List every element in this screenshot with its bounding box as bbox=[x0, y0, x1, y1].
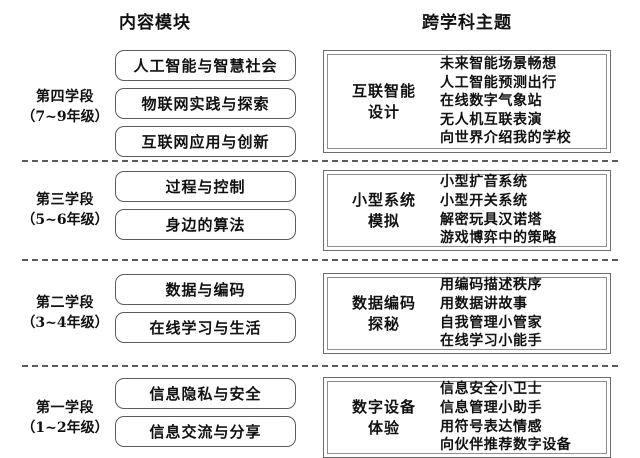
theme-topic: 解密玩具汉诺塔 bbox=[440, 211, 543, 228]
theme-name-line1: 互联智能 bbox=[351, 81, 416, 100]
stage-label-second: 第二学段 （3~4年级） bbox=[6, 294, 124, 334]
theme-topic-list-fourth: 未来智能场景畅想 人工智能预测出行 在线数字气象站 无人机互联表演 向世界介绍我… bbox=[440, 55, 606, 148]
module-list-fourth: 人工智能与智慧社会 物联网实践与探索 互联网应用与创新 bbox=[115, 50, 296, 157]
theme-topic-list-second: 用编码描述秩序 用数据讲故事 自我管理小管家 在线学习小能手 bbox=[440, 276, 606, 350]
theme-box-second[interactable]: 数据编码 探秘 用编码描述秩序 用数据讲故事 自我管理小管家 在线学习小能手 bbox=[323, 273, 611, 354]
stage-name: 第二学段 bbox=[36, 295, 94, 311]
stage-label-first: 第一学段 （1~2年级） bbox=[6, 399, 124, 439]
stage-divider bbox=[22, 160, 618, 162]
module-box[interactable]: 过程与控制 bbox=[115, 171, 296, 202]
theme-topic-list-third: 小型扩音系统 小型开关系统 解密玩具汉诺塔 游戏博弈中的策略 bbox=[440, 173, 606, 247]
theme-box-first[interactable]: 数字设备 体验 信息安全小卫士 信息管理小助手 用符号表达情感 向伙伴推荐数字设… bbox=[323, 377, 611, 458]
module-box[interactable]: 信息交流与分享 bbox=[115, 416, 296, 447]
module-box[interactable]: 在线学习与生活 bbox=[115, 312, 296, 343]
stage-name: 第三学段 bbox=[36, 192, 94, 208]
theme-topic: 信息安全小卫士 bbox=[440, 381, 543, 398]
module-list-first: 信息隐私与安全 信息交流与分享 bbox=[115, 378, 296, 447]
theme-name-line2: 模拟 bbox=[367, 211, 400, 230]
theme-topic: 用编码描述秩序 bbox=[440, 277, 543, 294]
theme-box-inner: 互联智能 设计 未来智能场景畅想 人工智能预测出行 在线数字气象站 无人机互联表… bbox=[327, 54, 607, 149]
theme-name-fourth: 互联智能 设计 bbox=[328, 81, 440, 122]
stage-grades: （7~9年级） bbox=[21, 108, 109, 125]
theme-name-line1: 数据编码 bbox=[351, 293, 416, 312]
theme-name-line1: 数字设备 bbox=[351, 397, 416, 416]
theme-box-third[interactable]: 小型系统 模拟 小型扩音系统 小型开关系统 解密玩具汉诺塔 游戏博弈中的策略 bbox=[323, 170, 611, 251]
theme-topic: 向世界介绍我的学校 bbox=[440, 130, 572, 147]
module-box[interactable]: 身边的算法 bbox=[115, 209, 296, 240]
theme-topic-list-first: 信息安全小卫士 信息管理小助手 用符号表达情感 向伙伴推荐数字设备 bbox=[440, 380, 606, 454]
theme-topic: 用符号表达情感 bbox=[440, 418, 543, 435]
theme-topic: 在线学习小能手 bbox=[440, 333, 543, 350]
theme-topic: 用数据讲故事 bbox=[440, 295, 528, 312]
module-box[interactable]: 数据与编码 bbox=[115, 274, 296, 305]
module-box[interactable]: 信息隐私与安全 bbox=[115, 378, 296, 409]
theme-topic: 人工智能预测出行 bbox=[440, 74, 557, 91]
column-header-content-modules: 内容模块 bbox=[119, 13, 191, 33]
theme-name-first: 数字设备 体验 bbox=[328, 397, 440, 438]
stage-name: 第一学段 bbox=[36, 400, 94, 416]
stage-divider bbox=[22, 259, 618, 261]
module-box[interactable]: 互联网应用与创新 bbox=[115, 126, 296, 157]
column-header-interdisciplinary-themes: 跨学科主题 bbox=[422, 13, 512, 33]
module-box[interactable]: 物联网实践与探索 bbox=[115, 88, 296, 119]
stage-divider bbox=[22, 365, 618, 367]
theme-box-fourth[interactable]: 互联智能 设计 未来智能场景畅想 人工智能预测出行 在线数字气象站 无人机互联表… bbox=[323, 50, 611, 153]
module-list-second: 数据与编码 在线学习与生活 bbox=[115, 274, 296, 343]
theme-name-second: 数据编码 探秘 bbox=[328, 293, 440, 334]
curriculum-stage-diagram: 内容模块 跨学科主题 第四学段 （7~9年级） 人工智能与智慧社会 物联网实践与… bbox=[6, 13, 618, 458]
theme-topic: 无人机互联表演 bbox=[440, 111, 543, 128]
theme-topic: 在线数字气象站 bbox=[440, 93, 543, 110]
theme-topic: 未来智能场景畅想 bbox=[440, 55, 557, 72]
stage-label-fourth: 第四学段 （7~9年级） bbox=[6, 88, 124, 128]
theme-topic: 游戏博弈中的策略 bbox=[440, 230, 557, 247]
theme-box-inner: 小型系统 模拟 小型扩音系统 小型开关系统 解密玩具汉诺塔 游戏博弈中的策略 bbox=[327, 174, 607, 247]
stage-grades: （3~4年级） bbox=[21, 314, 109, 331]
theme-box-inner: 数据编码 探秘 用编码描述秩序 用数据讲故事 自我管理小管家 在线学习小能手 bbox=[327, 277, 607, 350]
theme-topic: 小型扩音系统 bbox=[440, 174, 528, 191]
module-list-third: 过程与控制 身边的算法 bbox=[115, 171, 296, 240]
stage-name: 第四学段 bbox=[36, 89, 94, 105]
theme-topic: 向伙伴推荐数字设备 bbox=[440, 437, 572, 454]
theme-topic: 信息管理小助手 bbox=[440, 399, 543, 416]
theme-name-line2: 设计 bbox=[367, 102, 400, 121]
stage-label-third: 第三学段 （5~6年级） bbox=[6, 191, 124, 231]
stage-grades: （5~6年级） bbox=[21, 211, 109, 228]
theme-name-line1: 小型系统 bbox=[351, 190, 416, 209]
theme-box-inner: 数字设备 体验 信息安全小卫士 信息管理小助手 用符号表达情感 向伙伴推荐数字设… bbox=[327, 381, 607, 454]
theme-name-third: 小型系统 模拟 bbox=[328, 190, 440, 231]
theme-name-line2: 探秘 bbox=[367, 314, 400, 333]
theme-topic: 自我管理小管家 bbox=[440, 314, 543, 331]
theme-topic: 小型开关系统 bbox=[440, 192, 528, 209]
stage-grades: （1~2年级） bbox=[21, 419, 109, 436]
module-box[interactable]: 人工智能与智慧社会 bbox=[115, 50, 296, 81]
theme-name-line2: 体验 bbox=[367, 418, 400, 437]
